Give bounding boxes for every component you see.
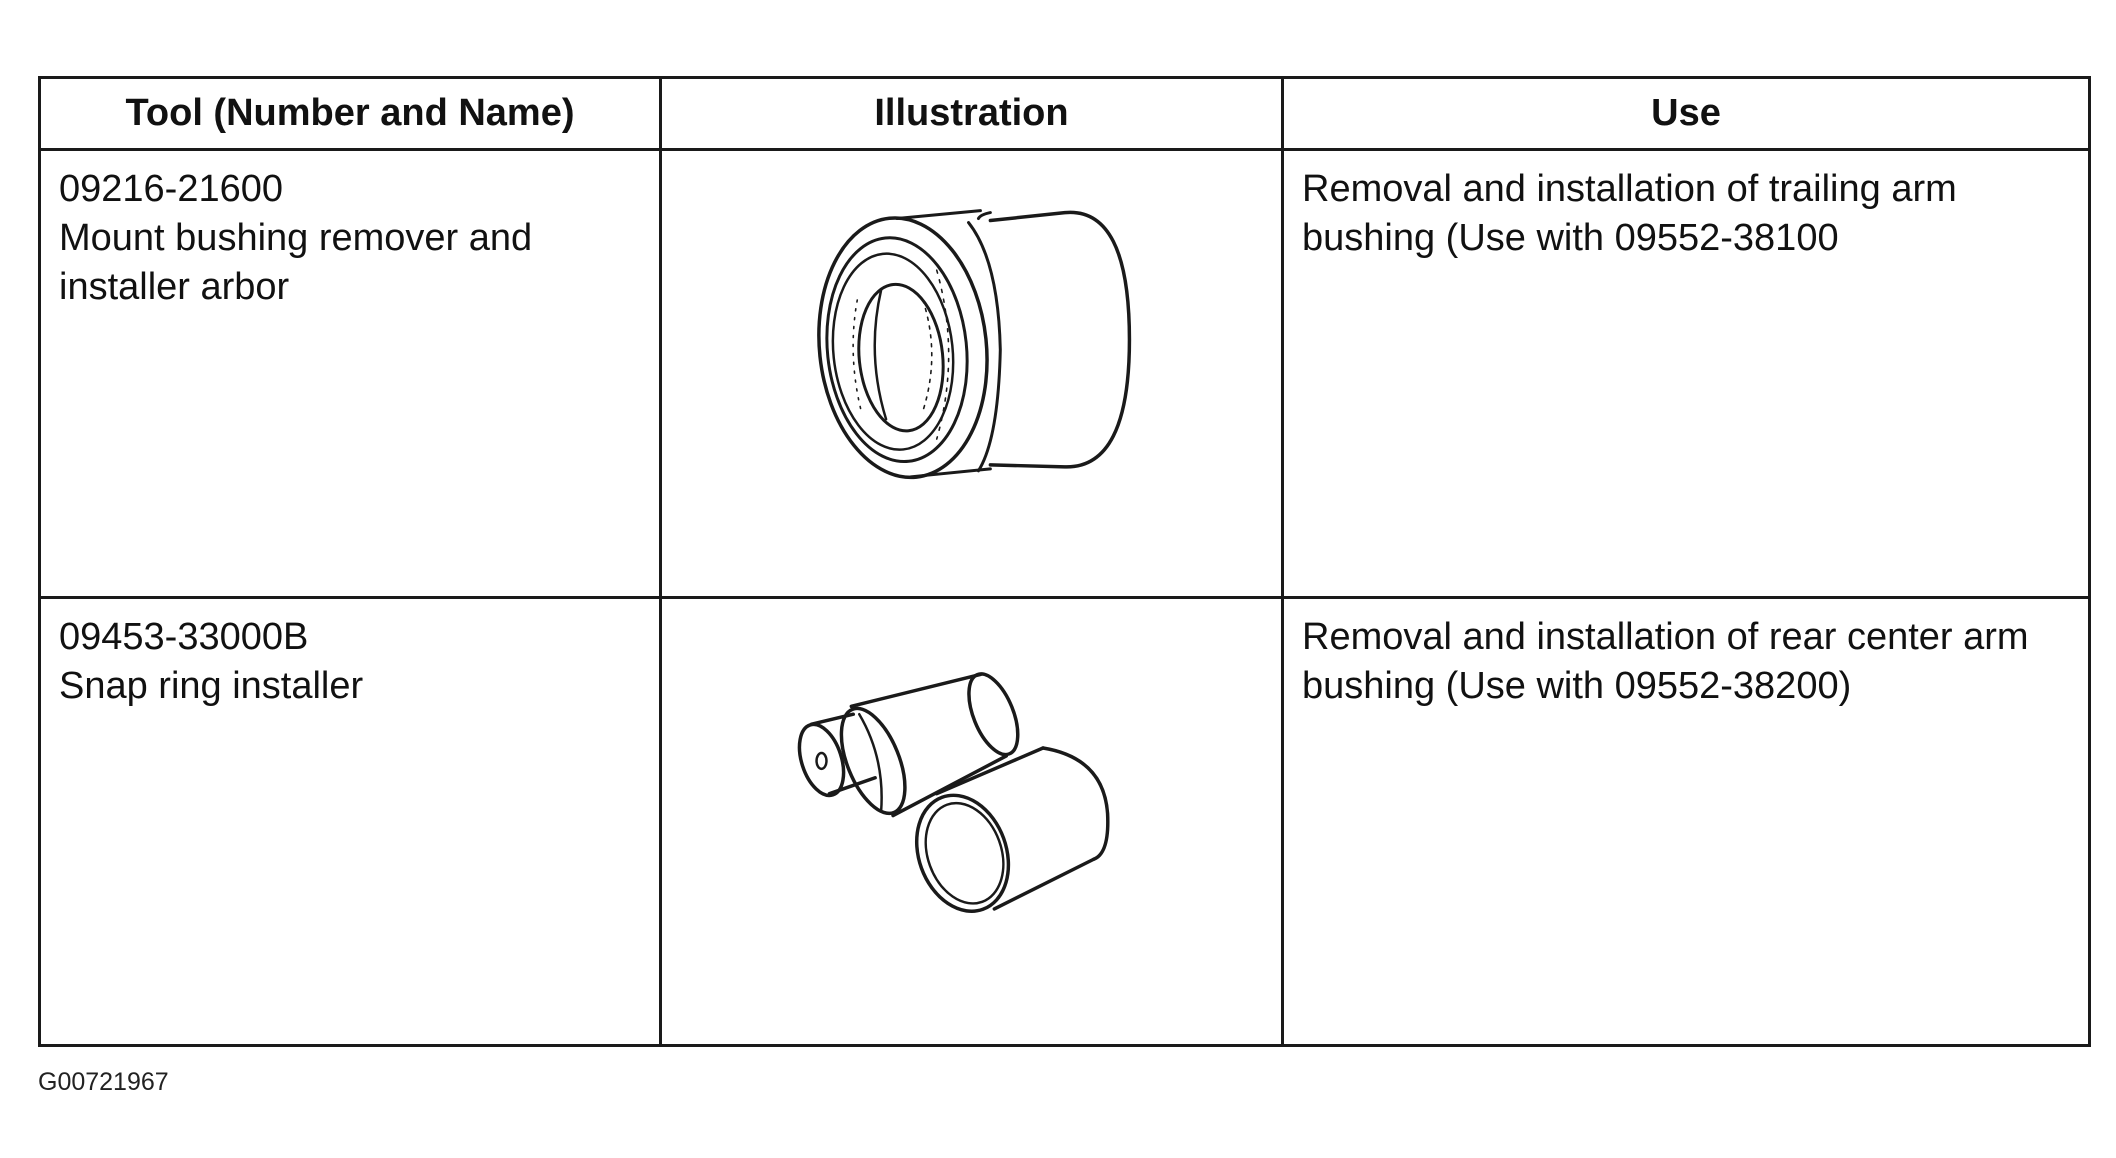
header-illustration: Illustration xyxy=(659,76,1284,151)
use-line: Removal and installation of rear center … xyxy=(1302,616,2029,658)
use-line: bushing (Use with 09552-38100 xyxy=(1302,217,1839,259)
use-line: bushing (Use with 09552-38200) xyxy=(1302,665,1852,707)
header-tool: Tool (Number and Name) xyxy=(38,76,662,151)
tool-cell: 09216-21600 Mount bushing remover and in… xyxy=(38,148,662,599)
tool-name-line: Mount bushing remover and xyxy=(59,217,533,259)
use-cell: Removal and installation of trailing arm… xyxy=(1281,148,2091,599)
special-tools-table: Tool (Number and Name) Illustration Use … xyxy=(38,76,2091,1047)
use-cell: Removal and installation of rear center … xyxy=(1281,596,2091,1047)
snap-ring-installer-icon xyxy=(797,672,1110,913)
illustration-cell xyxy=(659,148,1284,599)
figure-code: G00721967 xyxy=(38,1068,169,1096)
table-header-row: Tool (Number and Name) Illustration Use xyxy=(38,76,2091,151)
illustration-cell xyxy=(659,596,1284,1047)
header-use: Use xyxy=(1281,76,2091,151)
tool-name-line: Snap ring installer xyxy=(59,665,364,707)
tool-number: 09216-21600 xyxy=(59,168,283,210)
use-line: Removal and installation of trailing arm xyxy=(1302,168,1957,210)
bushing-arbor-icon xyxy=(817,209,1132,480)
table-row: 09216-21600 Mount bushing remover and in… xyxy=(38,148,2091,599)
tool-cell: 09453-33000B Snap ring installer xyxy=(38,596,662,1047)
tool-number: 09453-33000B xyxy=(59,616,309,658)
table-row: 09453-33000B Snap ring installer xyxy=(38,596,2091,1047)
tool-name-line: installer arbor xyxy=(59,266,290,308)
